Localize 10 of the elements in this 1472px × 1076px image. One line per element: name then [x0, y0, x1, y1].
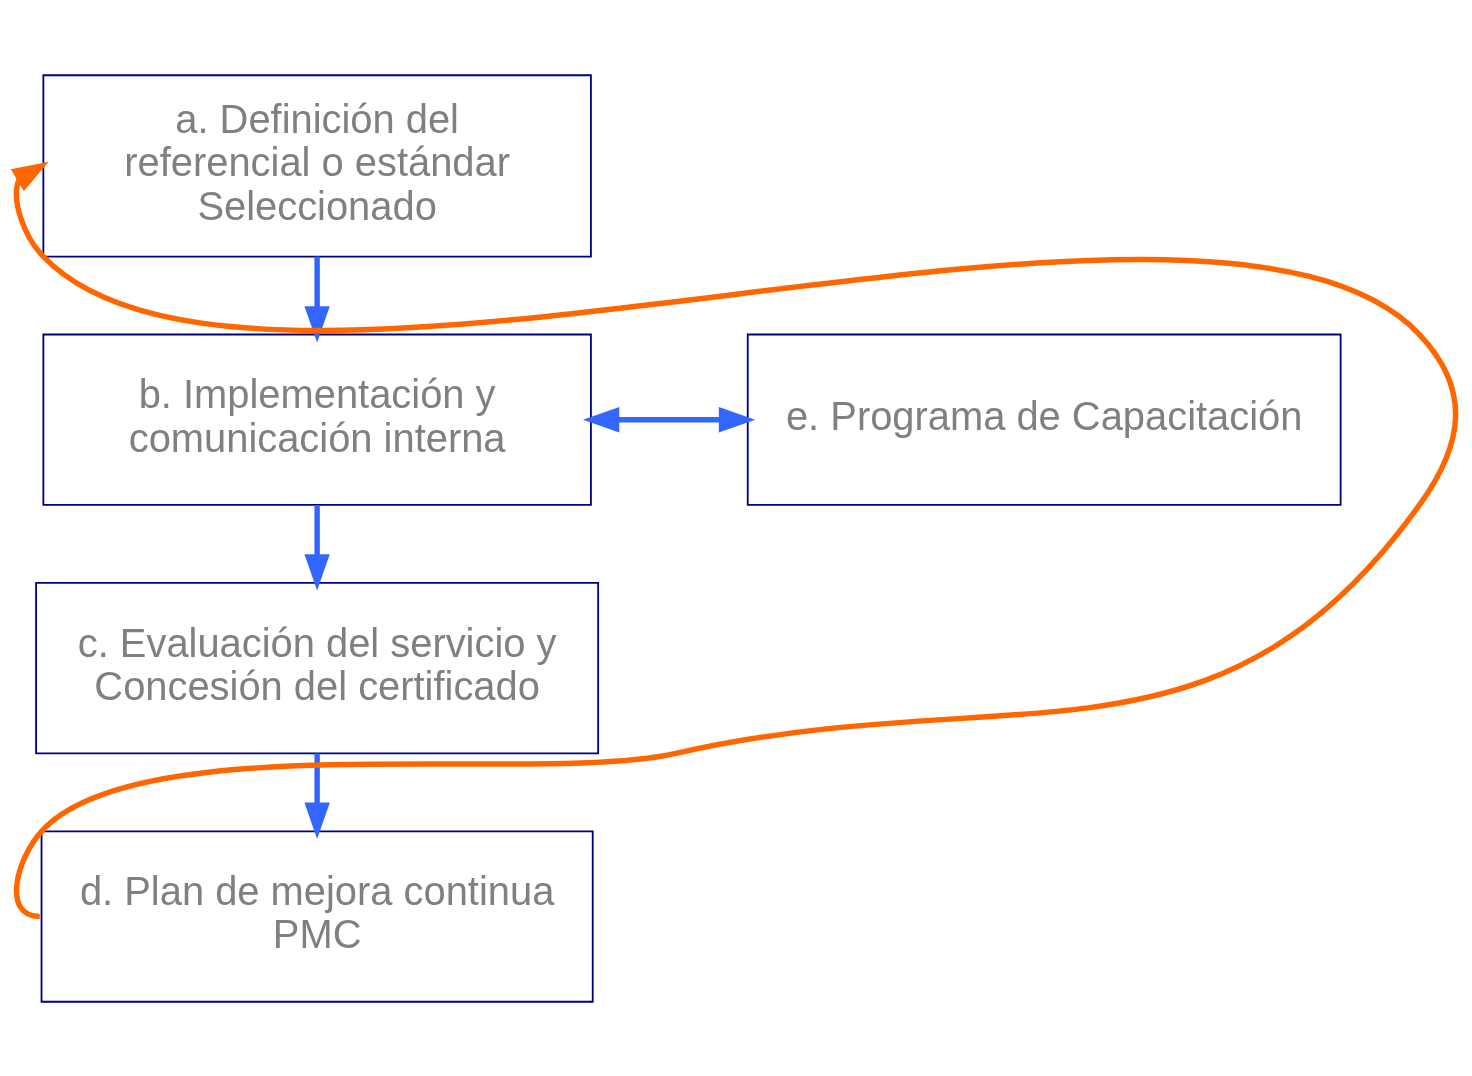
node-box: e. Programa de Capacitación — [746, 333, 1342, 506]
node-box: d. Plan de mejora continua PMC — [40, 829, 594, 1003]
node-box: a. Definición del referencial o estándar Seleccionado — [42, 73, 592, 257]
arrow — [304, 753, 330, 839]
arrow — [582, 406, 756, 432]
node-box: c. Evaluación del servicio y Concesión del certificado — [35, 581, 600, 754]
arrow — [304, 504, 330, 591]
arrow — [304, 256, 330, 343]
arrow — [10, 161, 1458, 919]
node-box: b. Implementación y comunicación interna — [42, 333, 592, 506]
